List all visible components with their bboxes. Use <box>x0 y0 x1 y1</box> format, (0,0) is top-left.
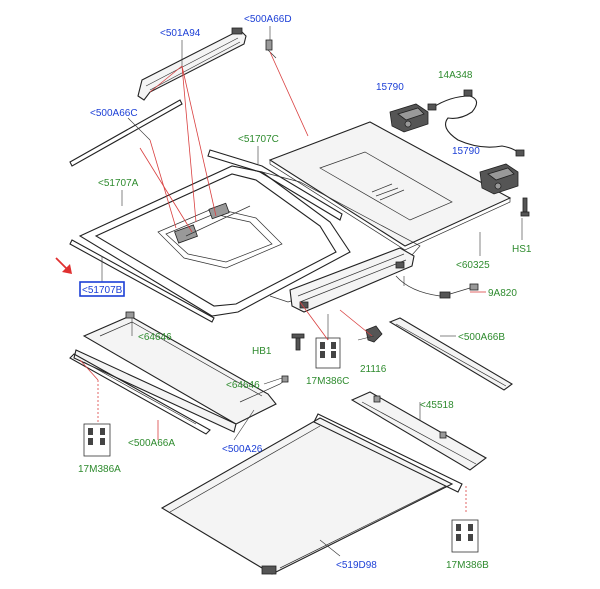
blind-rail-45518 <box>350 391 488 471</box>
frame-rail-51707C <box>174 149 421 313</box>
bracket-21116 <box>365 325 383 343</box>
label-64646-upper: <64646 <box>138 332 172 343</box>
label-500A66C: <500A66C <box>90 108 138 119</box>
screw-HB1 <box>291 333 305 351</box>
label-51707C: <51707C <box>238 134 279 145</box>
label-HB1: HB1 <box>252 346 272 357</box>
label-14A348: 14A348 <box>438 70 473 81</box>
label-500A26: <500A26 <box>222 444 263 455</box>
highlight-box-51707B <box>79 281 125 297</box>
glass-panel-60325 <box>268 121 512 251</box>
connector-9A820 <box>395 275 479 299</box>
seal-51707B <box>69 239 215 323</box>
trim-strip-500A66A <box>69 353 211 435</box>
seal-strip-500A66C <box>69 99 183 167</box>
sunblind-519D98 <box>160 413 463 575</box>
label-64646-lower: <64646 <box>226 380 260 391</box>
clip-64646-lower <box>239 375 289 403</box>
label-17M386C: 17M386C <box>306 376 349 387</box>
highlight-arrow <box>55 257 72 274</box>
screw-HS1-right <box>520 197 530 217</box>
label-21116: 21116 <box>360 364 387 375</box>
bolt-kit-17M386A <box>83 423 111 457</box>
rear-trim-panel <box>73 315 277 433</box>
sunroof-motor-upper-15790 <box>389 103 429 133</box>
label-500A66D: <500A66D <box>244 14 292 25</box>
label-15790-upper: 15790 <box>376 82 404 93</box>
sunroof-motor-lower-15790 <box>479 163 519 195</box>
roof-front-trim-501A94 <box>137 27 247 101</box>
label-60325: <60325 <box>456 260 490 271</box>
label-17M386B: 17M386B <box>446 560 489 571</box>
label-500A66B: <500A66B <box>458 332 505 343</box>
label-9A820: 9A820 <box>488 288 517 299</box>
clip-64646-upper <box>125 311 135 319</box>
label-501A94: <501A94 <box>160 28 201 39</box>
leader-lines <box>79 26 523 557</box>
label-HS1: HS1 <box>512 244 532 255</box>
bolt-kit-17M386B <box>451 519 479 553</box>
wiring-harness-14A348 <box>427 89 525 157</box>
label-45518: <45518 <box>420 400 454 411</box>
label-519D98: <519D98 <box>336 560 377 571</box>
side-rail-500A66B <box>388 317 513 391</box>
label-15790-lower: 15790 <box>452 146 480 157</box>
seal-retainer-500A66D <box>265 39 277 59</box>
label-500A66A: <500A66A <box>128 438 175 449</box>
bolt-kit-17M386C <box>315 337 341 369</box>
label-51707B: <51707B <box>82 285 123 296</box>
label-51707A: <51707A <box>98 178 139 189</box>
label-17M386A: 17M386A <box>78 464 121 475</box>
